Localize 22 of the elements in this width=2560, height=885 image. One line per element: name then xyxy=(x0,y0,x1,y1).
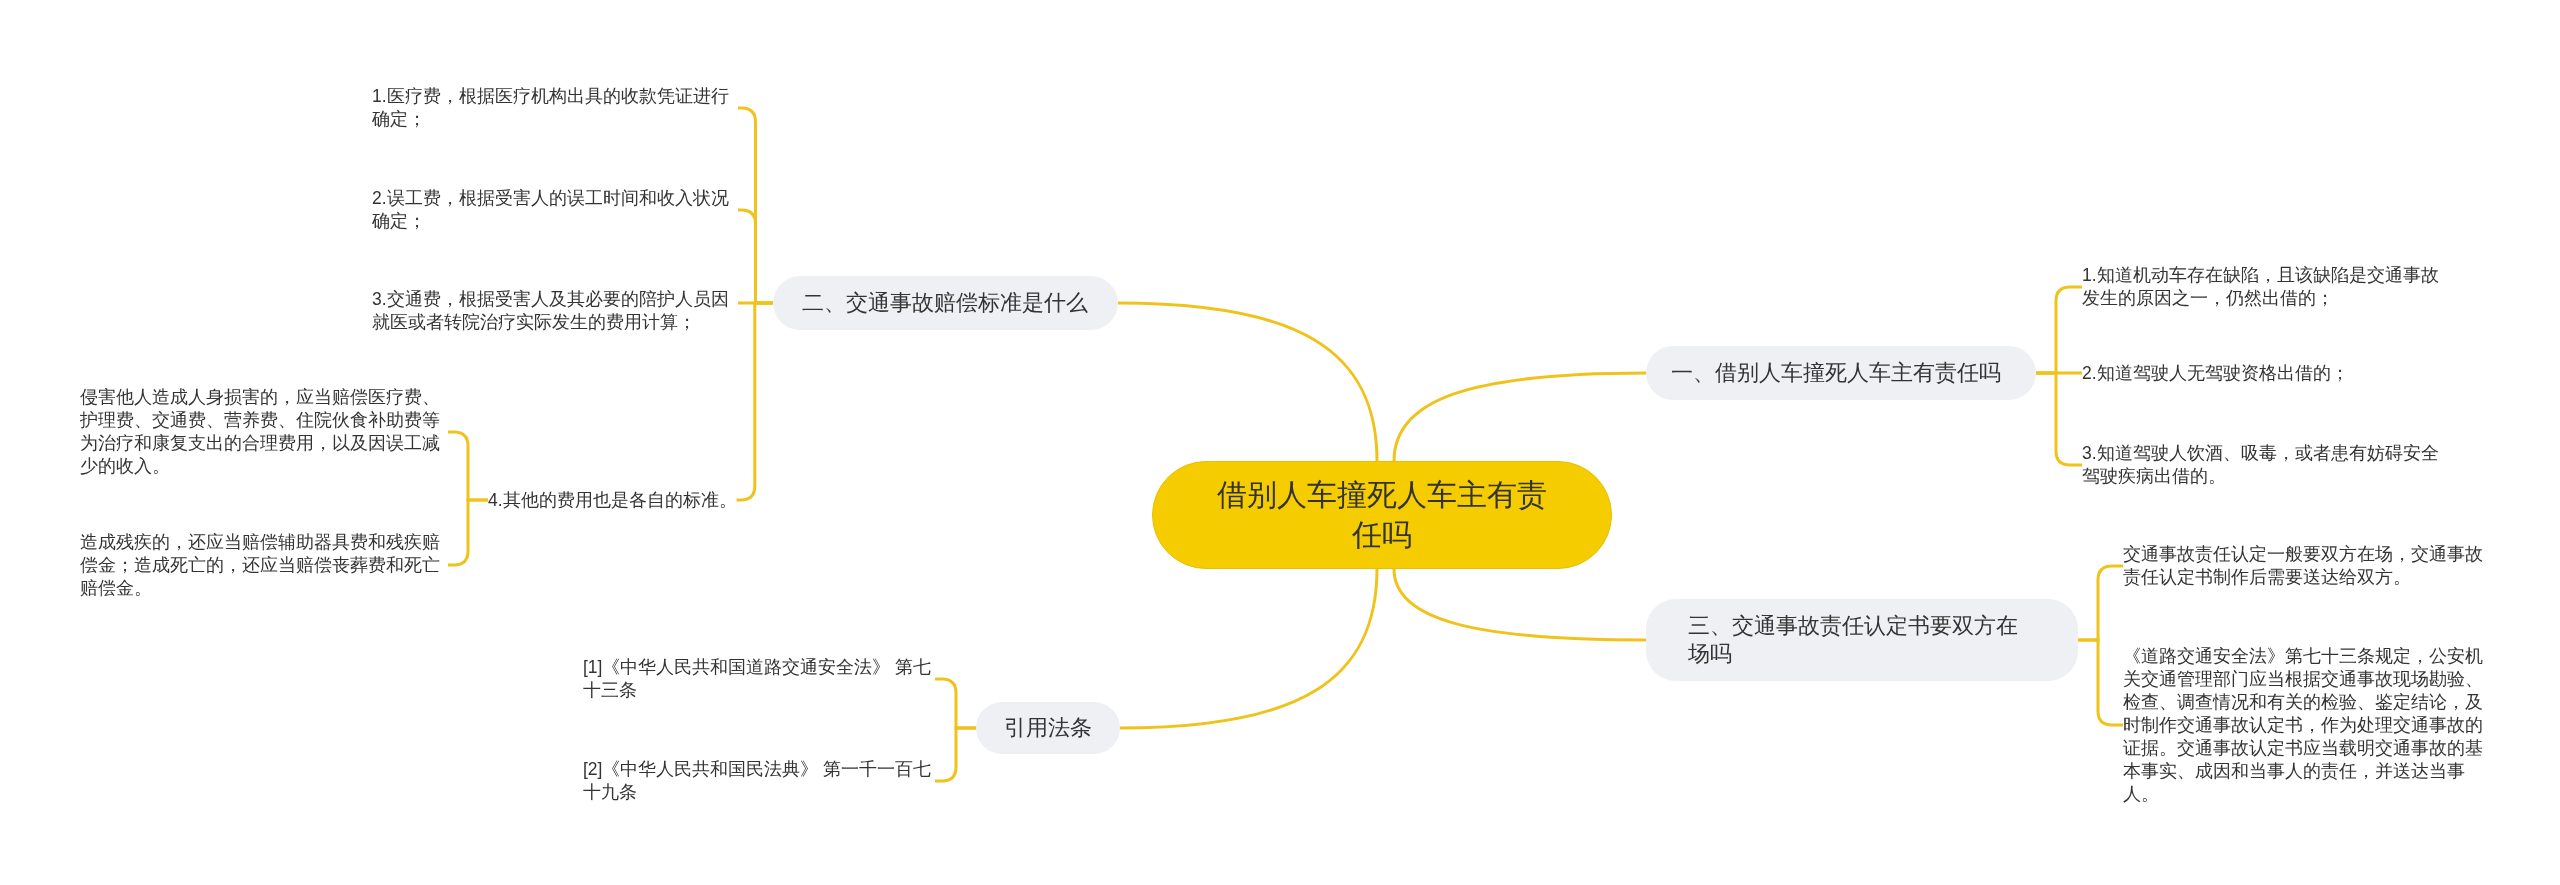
note-text: 《道路交通安全法》第七十三条规定，公安机关交通管理部门应当根据交通事故现场勘验、检查、调查情况和有关的检验、鉴定结论，及时制作交通事故认定书，作为处理交通事故的证据。交通事故认定书应当载明交通事故的基本事实、成因和当事人的责任，并送达当事人。 xyxy=(2123,644,2491,806)
note-text: 3.交通费，根据受害人及其必要的陪护人员因就医或者转院治疗实际发生的费用计算； xyxy=(372,288,738,334)
note-text: 侵害他人造成人身损害的，应当赔偿医疗费、护理费、交通费、营养费、住院伙食补助费等为治疗和康复支出的合理费用，以及因误工减少的收入。 xyxy=(80,386,448,478)
connector-line xyxy=(1119,568,1379,730)
note-text: 1.知道机动车存在缺陷，且该缺陷是交通事故发生的原因之一，仍然出借的； xyxy=(2082,264,2448,310)
note-text: 造成残疾的，还应当赔偿辅助器具费和残疾赔偿金；造成死亡的，还应当赔偿丧葬费和死亡赔偿金。 xyxy=(80,530,448,600)
note-text: 3.知道驾驶人饮酒、吸毒，或者患有妨碍安全驾驶疾病出借的。 xyxy=(2082,442,2448,488)
note-text: 1.医疗费，根据医疗机构出具的收款凭证进行确定； xyxy=(372,85,738,131)
note-text: 4.其他的费用也是各自的标准。 xyxy=(488,488,737,512)
note-text: [1]《中华人民共和国道路交通安全法》 第七十三条 xyxy=(583,656,935,702)
connector-line xyxy=(1117,301,1379,462)
note-text: 2.误工费，根据受害人的误工时间和收入状况确定； xyxy=(372,187,738,233)
branch-topic: 二、交通事故赔偿标准是什么 xyxy=(773,276,1118,330)
note-text: 交通事故责任认定一般要双方在场，交通事故责任认定书制作后需要送达给双方。 xyxy=(2123,543,2491,589)
branch-topic: 引用法条 xyxy=(976,702,1120,754)
branch-topic: 一、借别人车撞死人车主有责任吗 xyxy=(1646,346,2036,400)
note-text: 2.知道驾驶人无驾驶资格出借的； xyxy=(2082,361,2448,385)
note-text: [2]《中华人民共和国民法典》 第一千一百七十九条 xyxy=(583,758,935,804)
branch-topic: 三、交通事故责任认定书要双方在场吗 xyxy=(1646,599,2078,681)
connector-line xyxy=(1392,371,1646,462)
connector-line xyxy=(1392,568,1646,642)
central-topic: 借别人车撞死人车主有责任吗 xyxy=(1152,461,1612,569)
